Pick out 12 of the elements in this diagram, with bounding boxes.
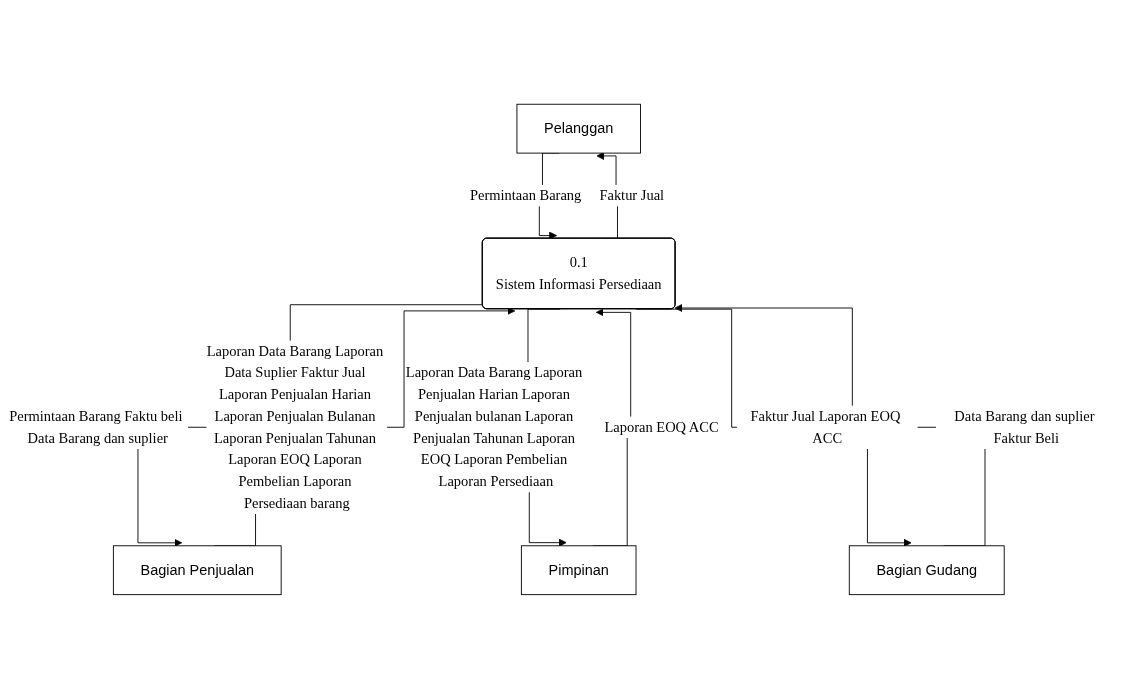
node-box: Pelanggan bbox=[516, 103, 641, 154]
node-box: Bagian Gudang bbox=[848, 544, 1005, 595]
edge-label: Faktur Jual Laporan EOQ ACC bbox=[750, 407, 901, 445]
node-box: Bagian Penjualan bbox=[112, 544, 282, 595]
edge-label: Laporan Data Barang Laporan Data Suplier Faktur Jual Laporan Penjualan Harian Laporan Penjualan Bulanan Laporan Penjualan Tahunan Laporan EOQ Laporan Pembelian Laporan Persediaan barang bbox=[206, 342, 384, 511]
edge-label: Faktur Jual bbox=[599, 187, 665, 203]
edge-label: Permintaan Barang bbox=[469, 187, 582, 203]
edge-label: Permintaan Barang Faktu beli Data Barang dan suplier bbox=[9, 407, 183, 445]
edge-label: Data Barang dan suplier Faktur Beli bbox=[954, 407, 1095, 445]
edge-label: Laporan EOQ ACC bbox=[604, 418, 719, 435]
node-box: Pimpinan bbox=[520, 544, 637, 595]
edge-label: Laporan Data Barang Laporan Penjualan Harian Laporan Penjualan bulanan Laporan Penjualan Tahunan Laporan EOQ Laporan Pembelian Laporan Persediaan bbox=[405, 364, 583, 489]
